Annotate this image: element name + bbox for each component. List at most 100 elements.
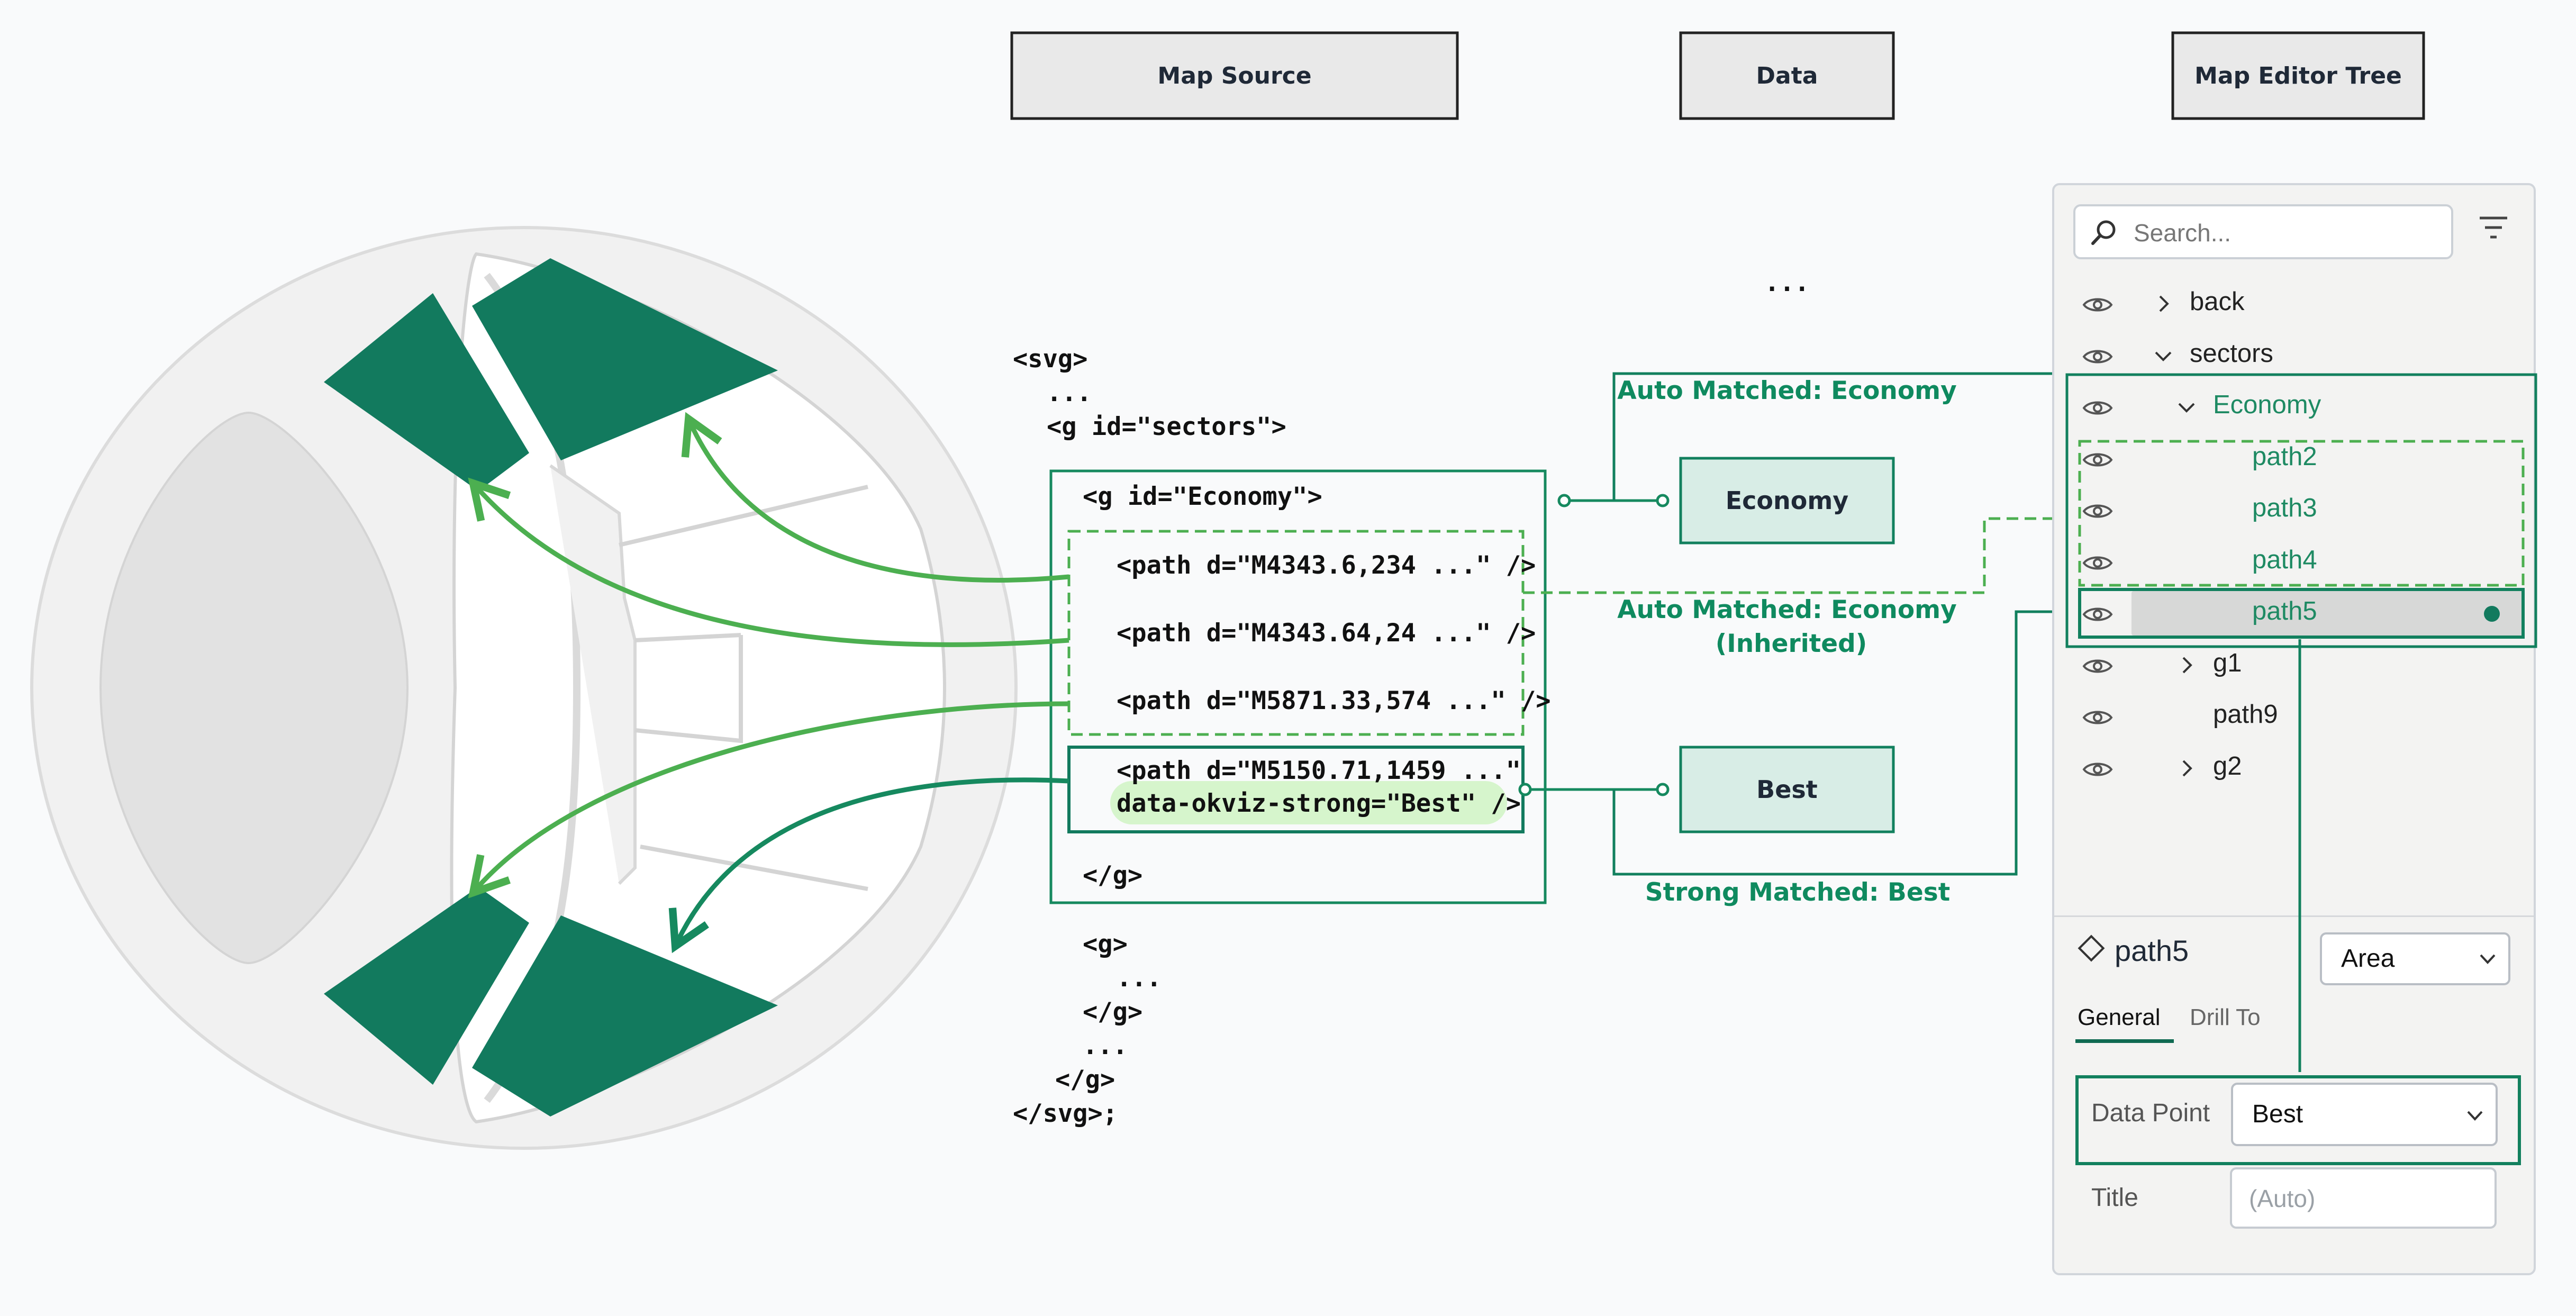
sector-bottom-outer bbox=[472, 915, 778, 1117]
tree-item-label: Economy bbox=[2213, 391, 2321, 419]
data-box-best: Best bbox=[1679, 746, 1895, 833]
layer-type-select[interactable]: Area bbox=[2320, 932, 2510, 985]
selected-layer-name: path5 bbox=[2115, 934, 2189, 967]
data-box-economy-label: Economy bbox=[1726, 486, 1849, 515]
header-map-editor-tree: Map Editor Tree bbox=[2171, 31, 2425, 120]
code-g-close-2: </g> bbox=[1083, 997, 1142, 1027]
code-svg-open: <svg> bbox=[1013, 344, 1087, 374]
economy-group-box bbox=[1049, 469, 1547, 904]
code-g-sectors: <g id="sectors"> bbox=[1047, 412, 1286, 441]
eye-icon[interactable] bbox=[2082, 552, 2114, 574]
label-auto-inherited-2: (Inherited) bbox=[1716, 629, 1867, 658]
eye-icon[interactable] bbox=[2082, 397, 2114, 419]
code-block: <svg> ... <g id="sectors"> <g id="Econom… bbox=[1013, 344, 1551, 1128]
chevron-down-icon bbox=[2480, 954, 2496, 964]
eye-icon[interactable] bbox=[2082, 346, 2114, 367]
selected-layer-title: path5 bbox=[2076, 933, 2189, 968]
match-connectors bbox=[1518, 372, 2080, 876]
header-data-label: Data bbox=[1756, 62, 1818, 89]
tree-item-label: g1 bbox=[2213, 648, 2242, 677]
ellipsis: ... bbox=[1765, 268, 1810, 297]
data-point-select[interactable]: Best bbox=[2231, 1083, 2498, 1146]
header-map-editor-tree-label: Map Editor Tree bbox=[2194, 62, 2402, 89]
data-point-value: Best bbox=[2252, 1100, 2303, 1128]
code-path-4-line1: <path d="M5150.71,1459 ..." bbox=[1117, 756, 1521, 785]
tree-item-g1[interactable]: g1 bbox=[2054, 641, 2538, 691]
tree-item-path3[interactable]: path3 bbox=[2054, 486, 2538, 536]
selection-highlight bbox=[2131, 591, 2523, 636]
code-g-economy: <g id="Economy"> bbox=[1083, 482, 1322, 511]
data-box-economy: Economy bbox=[1679, 457, 1895, 544]
tree-item-label: path9 bbox=[2213, 700, 2278, 729]
tab-general[interactable]: General bbox=[2078, 1004, 2161, 1030]
code-dots-1: ... bbox=[1047, 378, 1092, 407]
inherited-paths-box bbox=[1067, 530, 1525, 736]
tree-item-path9[interactable]: path9 bbox=[2054, 692, 2538, 742]
panel-divider bbox=[2054, 915, 2534, 917]
code-path-1: <path d="M4343.6,234 ..." /> bbox=[1117, 551, 1536, 580]
tab-drill-to[interactable]: Drill To bbox=[2190, 1004, 2261, 1030]
eye-icon[interactable] bbox=[2082, 707, 2114, 728]
data-point-highlight bbox=[2075, 1075, 2521, 1165]
header-data: Data bbox=[1679, 31, 1895, 120]
eye-icon[interactable] bbox=[2082, 759, 2114, 780]
code-path-3: <path d="M5871.33,574 ..." /> bbox=[1117, 686, 1551, 715]
eye-icon[interactable] bbox=[2082, 294, 2114, 315]
tree-item-back[interactable]: back bbox=[2054, 279, 2538, 329]
tree-item-label: g2 bbox=[2213, 751, 2242, 780]
tree-item-path2[interactable]: path2 bbox=[2054, 434, 2538, 484]
active-tab-indicator bbox=[2075, 1039, 2174, 1043]
tree-item-economy[interactable]: Economy bbox=[2054, 383, 2538, 432]
code-path-4-line2: data-okviz-strong="Best" /> bbox=[1117, 789, 1521, 818]
tree-item-g2[interactable]: g2 bbox=[2054, 744, 2538, 794]
eye-icon[interactable] bbox=[2082, 449, 2114, 470]
data-box-best-label: Best bbox=[1756, 775, 1818, 804]
strong-attr-highlight bbox=[1110, 781, 1507, 824]
tree-item-label: path2 bbox=[2252, 442, 2317, 471]
label-auto-inherited-1: Auto Matched: Economy bbox=[1617, 595, 1957, 624]
eye-icon[interactable] bbox=[2082, 604, 2114, 625]
search-box[interactable] bbox=[2073, 204, 2453, 259]
label-strong-matched: Strong Matched: Best bbox=[1645, 878, 1950, 907]
tree-item-sectors[interactable]: sectors bbox=[2054, 331, 2538, 381]
tree-item-label: sectors bbox=[2190, 339, 2273, 368]
code-dots-2: ... bbox=[1117, 964, 1162, 993]
tree-item-label: path5 bbox=[2252, 597, 2317, 625]
filter-icon[interactable] bbox=[2478, 215, 2509, 241]
search-icon bbox=[2091, 220, 2116, 245]
tree-item-path5[interactable]: path5 bbox=[2054, 589, 2538, 639]
title-input[interactable] bbox=[2248, 1181, 2483, 1216]
chevron-down-icon[interactable] bbox=[2153, 345, 2174, 366]
chevron-down-icon[interactable] bbox=[2176, 396, 2197, 418]
code-path-2: <path d="M4343.64,24 ..." /> bbox=[1117, 619, 1536, 648]
layer-type-value: Area bbox=[2341, 945, 2395, 973]
code-svg-close: </svg>; bbox=[1013, 1099, 1118, 1128]
code-dots-3: ... bbox=[1083, 1031, 1128, 1060]
sector-top-inner bbox=[324, 293, 529, 491]
label-auto-matched: Auto Matched: Economy bbox=[1617, 376, 1957, 405]
sector-top-outer bbox=[472, 258, 778, 460]
sector-arrows bbox=[468, 412, 1069, 954]
header-map-source-label: Map Source bbox=[1157, 62, 1311, 89]
title-label: Title bbox=[2091, 1184, 2138, 1212]
eye-icon[interactable] bbox=[2082, 501, 2114, 522]
chevron-right-icon[interactable] bbox=[2153, 293, 2174, 314]
data-point-label: Data Point bbox=[2091, 1099, 2210, 1127]
tree-item-label: back bbox=[2190, 287, 2245, 316]
search-input[interactable] bbox=[2133, 214, 2447, 252]
stadium-illustration bbox=[30, 226, 1018, 1150]
chevron-right-icon[interactable] bbox=[2176, 655, 2197, 676]
code-g-close-3: </g> bbox=[1055, 1065, 1115, 1094]
header-map-source: Map Source bbox=[1010, 31, 1459, 120]
eye-icon[interactable] bbox=[2082, 656, 2114, 677]
tree-item-label: path3 bbox=[2252, 494, 2317, 522]
title-field[interactable] bbox=[2230, 1167, 2497, 1229]
selected-dot-icon bbox=[2484, 606, 2500, 622]
chevron-right-icon[interactable] bbox=[2176, 758, 2197, 779]
chevron-down-icon bbox=[2467, 1111, 2483, 1121]
tree-item-path4[interactable]: path4 bbox=[2054, 538, 2538, 587]
code-g-close-inner: </g> bbox=[1083, 861, 1142, 890]
sector-bottom-inner bbox=[324, 887, 529, 1085]
